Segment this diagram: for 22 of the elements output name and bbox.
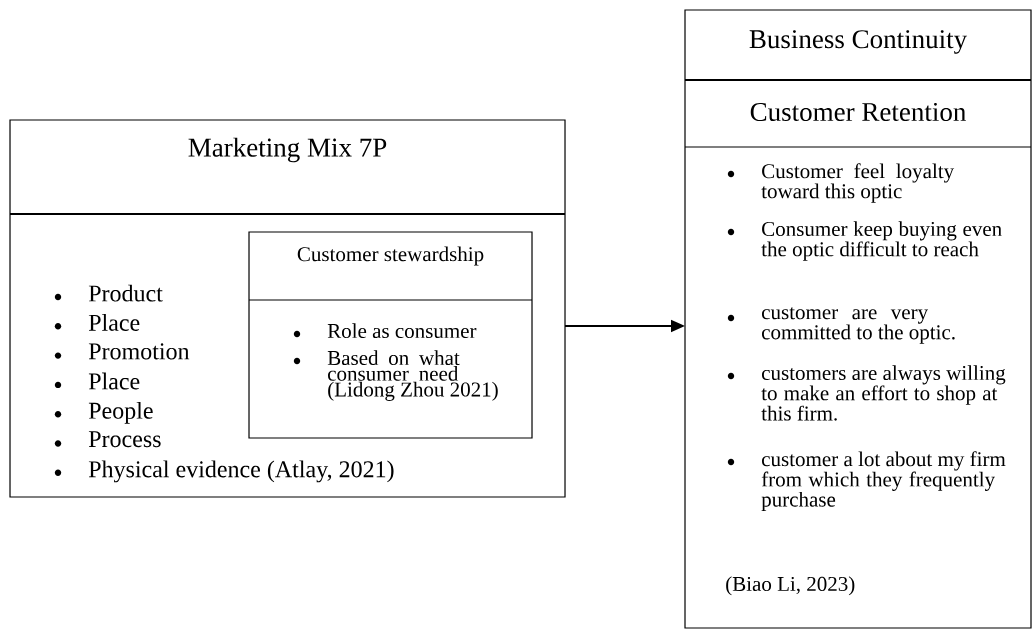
bullet-item: Based on what consumer need (Lidong Zhou 2021) — [327, 350, 498, 401]
box-heading: Marketing Mix 7P — [188, 137, 387, 163]
bullet-item: Place — [88, 314, 140, 331]
bullet-item: People — [88, 401, 153, 424]
bullet-item: Customer feel loyalty toward this optic — [761, 163, 955, 203]
list-box — [9, 119, 566, 498]
bullet-item: Place — [88, 372, 140, 390]
box-heading: Customer stewardship — [297, 246, 484, 266]
inner-list-box — [248, 231, 533, 439]
box-heading: Business Continuity — [749, 30, 968, 54]
bullet-item: Promotion — [88, 343, 190, 360]
bullet-item: Product — [88, 284, 163, 302]
bullet-item: Process — [88, 431, 161, 448]
bullet-item: customer are very committed to the optic. — [762, 307, 955, 344]
list-box — [684, 9, 1032, 629]
bullet-item: Role as consumer — [327, 323, 477, 339]
bullet-item: customer a lot about my firm from which they frequently purchase — [761, 451, 1006, 511]
citation-text: (Biao Li, 2023) — [726, 576, 855, 596]
bullet-item: Physical evidence (Atlay, 2021) — [88, 460, 394, 483]
bullet-item: Consumer keep buying even the optic difficult to reach — [761, 221, 1002, 261]
box-heading: Customer Retention — [750, 102, 966, 122]
bullet-item: customers are always willing to make an effort to shop at this firm. — [761, 365, 1006, 421]
